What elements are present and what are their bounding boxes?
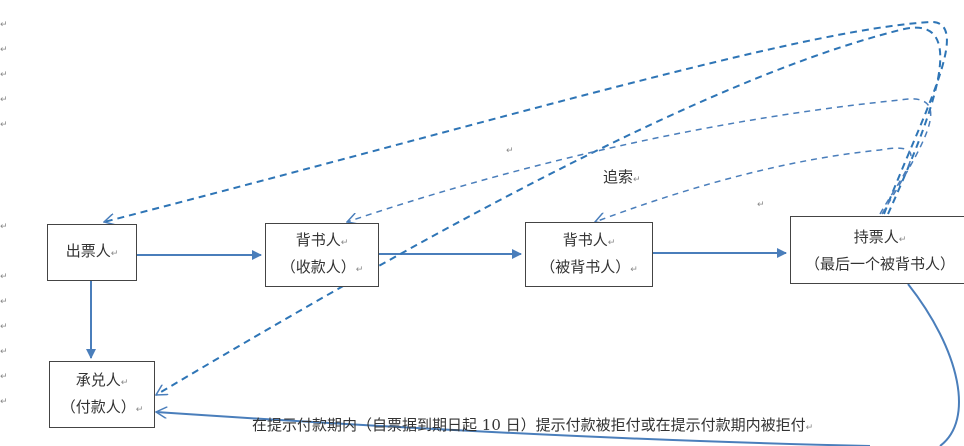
node-endorsee-subtitle: （被背书人） [540,257,631,276]
node-acceptor-title: 承兑人 [75,370,121,389]
paragraph-mark: ↵ [0,347,8,357]
dishonor-label: 在提示付款期内（自票据到期日起 10 日）提示付款被拒付或在提示付款期内被拒付↵ [252,416,814,434]
recourse-to-endorsee [595,147,912,222]
recourse-to-acceptor [156,26,942,396]
recourse-label: 追索↵ [603,168,641,186]
paragraph-mark: ↵ [506,146,514,156]
recourse-to-drawer [104,20,948,222]
paragraph-mark: ↵ [0,20,8,30]
paragraph-mark: ↵ [0,95,8,105]
paragraph-mark: ↵ [757,200,765,210]
node-holder-title: 持票人 [853,227,899,246]
node-acceptor: 承兑人↵ （付款人）↵ [49,361,155,428]
node-drawer-title: 出票人 [65,242,111,260]
node-holder-subtitle: （最后一个被背书人） [804,254,955,273]
arrow-holder-to-acceptor [156,283,960,446]
paragraph-mark: ↵ [0,322,8,332]
node-endorsee-title: 背书人 [562,230,608,249]
node-acceptor-subtitle: （付款人） [60,397,136,416]
node-endorsee: 背书人↵ （被背书人）↵ [525,222,653,287]
node-payee-title: 背书人 [295,231,341,249]
node-payee: 背书人↵ （收款人）↵ [265,223,379,287]
paragraph-mark: ↵ [0,272,8,282]
node-drawer: 出票人↵ [47,224,137,281]
paragraph-mark: ↵ [0,120,8,130]
paragraph-mark: ↵ [0,397,8,407]
paragraph-mark: ↵ [0,70,8,80]
node-holder: 持票人↵ （最后一个被背书人） [790,216,964,284]
paragraph-mark: ↵ [0,297,8,307]
paragraph-mark: ↵ [0,45,8,55]
recourse-to-payee [347,98,932,222]
node-payee-subtitle: （收款人） [280,258,356,276]
paragraph-mark: ↵ [0,372,8,382]
paragraph-mark: ↵ [0,222,8,232]
